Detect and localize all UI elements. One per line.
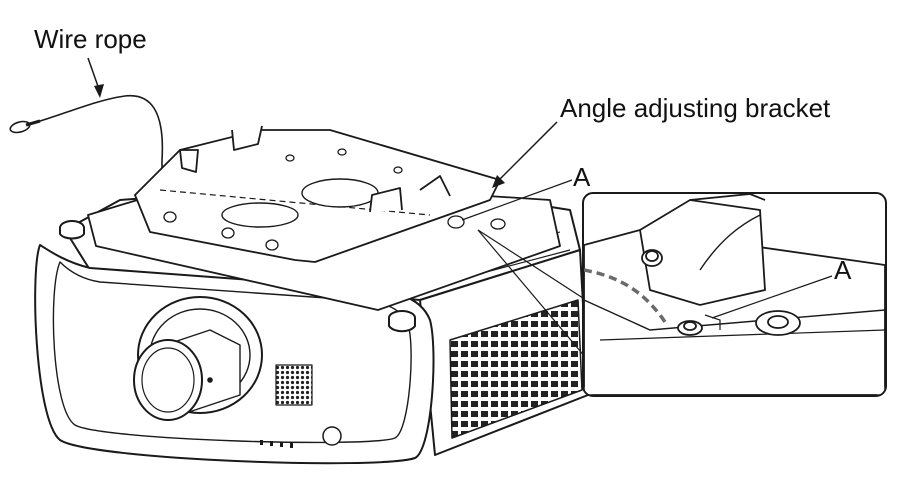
wire-rope-leader <box>87 57 104 98</box>
label-marker-a-detail: A <box>834 255 852 285</box>
lens <box>133 296 263 421</box>
detail-inset <box>582 192 887 397</box>
side-vent <box>449 299 583 439</box>
bracket-leader <box>492 121 558 188</box>
label-angle-adjusting-bracket: Angle adjusting bracket <box>560 93 831 123</box>
label-marker-a-main: A <box>573 162 591 192</box>
label-wire-rope: Wire rope <box>34 24 147 54</box>
wire-rope <box>9 94 164 190</box>
zoom-pointer <box>477 229 587 359</box>
speaker-grille <box>275 364 313 406</box>
marker-a-leader <box>461 179 573 221</box>
indicator-lamps <box>260 440 293 448</box>
angle-adjusting-bracket <box>87 125 561 311</box>
wire-rope-dashed <box>584 268 667 323</box>
power-button <box>322 426 342 446</box>
